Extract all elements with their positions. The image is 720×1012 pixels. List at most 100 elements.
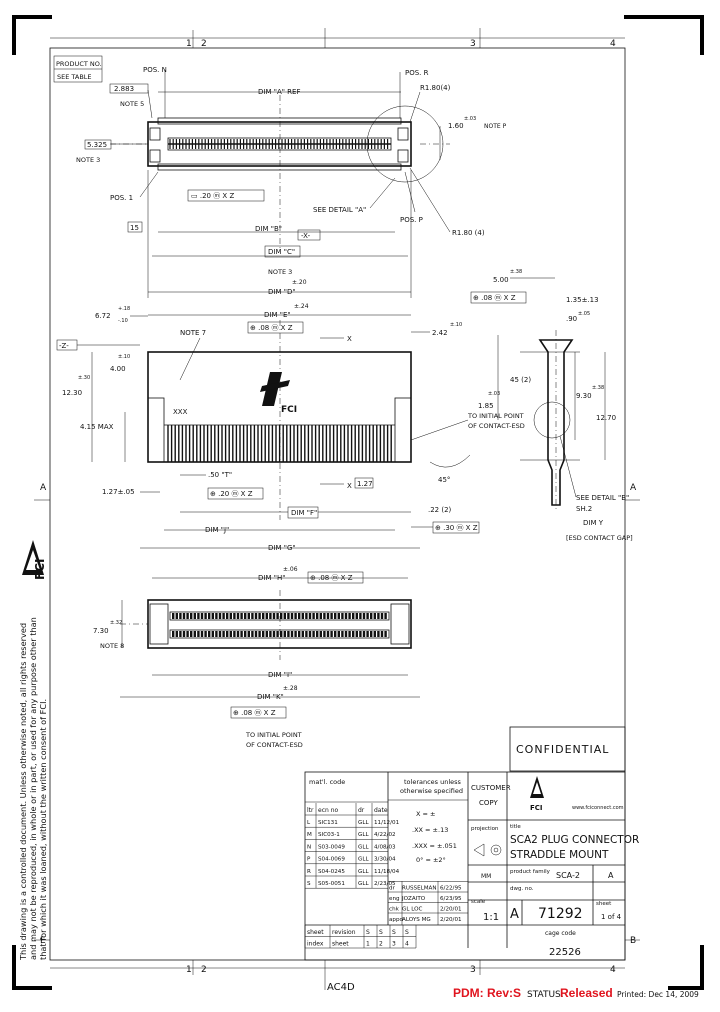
bottom-pin-upper — [326, 613, 330, 619]
svg-text:POS. P: POS. P — [400, 216, 423, 224]
sign-cell: ALOYS MG — [402, 917, 431, 923]
bottom-pin-upper — [179, 613, 182, 619]
svg-text:DIM "H": DIM "H" — [258, 574, 285, 582]
bottom-pin-lower — [301, 631, 304, 637]
bottom-pin-lower — [269, 631, 272, 637]
rev-cell: R — [307, 869, 311, 875]
bottom-pin-lower — [316, 631, 319, 637]
bottom-pin-lower — [287, 631, 290, 637]
bottom-pin-upper — [226, 613, 229, 619]
bottom-pin-upper — [380, 613, 384, 619]
bottom-pin-upper — [247, 613, 250, 619]
bottom-pin-upper — [294, 613, 297, 619]
sheet-rev-cell: 2 — [379, 941, 383, 948]
svg-text:±.20: ±.20 — [292, 279, 307, 286]
bottom-pin-lower — [197, 631, 200, 637]
rev-cell: S04-0069 — [318, 857, 345, 863]
status-label: STATUS: — [527, 990, 564, 1000]
svg-text:MM: MM — [481, 873, 491, 880]
top-pin-row — [169, 139, 389, 149]
rev-header: dr — [358, 807, 365, 814]
bottom-pin-upper — [301, 613, 304, 619]
svg-text:otherwise specified: otherwise specified — [400, 787, 463, 795]
svg-text:4.15 MAX: 4.15 MAX — [80, 423, 114, 431]
bottom-pin-upper — [251, 613, 254, 619]
rev-cell: GLL — [358, 832, 369, 838]
bottom-pin-upper — [366, 613, 369, 619]
rev-cell: N — [307, 844, 311, 850]
svg-text:22526: 22526 — [549, 947, 581, 958]
svg-text:DIM "J": DIM "J" — [205, 526, 229, 534]
bottom-pin-lower — [262, 631, 265, 637]
notice-line-1: This drawing is a controlled document. U… — [18, 623, 28, 961]
bottom-pin-lower — [355, 631, 358, 637]
bottom-pin-lower — [254, 631, 258, 637]
bottom-pin-lower — [218, 631, 222, 637]
bottom-pin-upper — [190, 613, 193, 619]
svg-text:9.30: 9.30 — [576, 392, 592, 400]
bottom-pin-upper — [323, 613, 326, 619]
svg-text:projection: projection — [471, 826, 499, 832]
rev-cell: 11/12/01 — [374, 820, 400, 826]
bottom-pin-upper — [334, 613, 337, 619]
sign-cell: 6/23/95 — [440, 896, 462, 902]
svg-text:SCA-2: SCA-2 — [556, 871, 580, 880]
bottom-pin-lower — [352, 631, 355, 637]
bottom-pin-lower — [200, 631, 204, 637]
zone-a-right: A — [630, 483, 637, 493]
svg-text:45°: 45° — [438, 476, 450, 484]
bottom-pin-upper — [244, 613, 247, 619]
bottom-pin-lower — [362, 631, 366, 637]
svg-text:NOTE 3: NOTE 3 — [76, 156, 100, 164]
bottom-pin-upper — [200, 613, 204, 619]
bottom-pin-upper — [330, 613, 333, 619]
svg-text:DIM "I": DIM "I" — [268, 671, 292, 679]
bottom-pin-upper — [280, 613, 283, 619]
bottom-pin-upper — [348, 613, 351, 619]
bottom-pin-upper — [265, 613, 268, 619]
svg-text:DIM "C": DIM "C" — [268, 248, 295, 256]
zone-4-top: 4 — [610, 39, 616, 49]
svg-text:±.10: ±.10 — [118, 354, 130, 360]
svg-text:12.30: 12.30 — [62, 389, 82, 397]
bottom-pin-upper — [308, 613, 312, 619]
bottom-pin-upper — [298, 613, 301, 619]
bottom-pin-lower — [294, 631, 297, 637]
svg-text:⊕ .20 ⓜ X Z: ⊕ .20 ⓜ X Z — [210, 490, 253, 498]
rev-cell: S — [307, 881, 311, 887]
svg-text:-Z-: -Z- — [59, 342, 69, 350]
front-pin-row — [167, 425, 392, 462]
rev-cell: S05-0051 — [318, 881, 345, 887]
svg-text:DIM Y: DIM Y — [583, 519, 604, 527]
bottom-pin-upper — [211, 613, 214, 619]
sheet-rev-cell: S — [405, 929, 409, 936]
svg-text:DIM "F": DIM "F" — [291, 509, 317, 517]
bottom-pin-lower — [215, 631, 218, 637]
svg-text:-X-: -X- — [301, 232, 311, 240]
rev-cell: M — [307, 832, 312, 838]
bottom-pin-lower — [384, 631, 387, 637]
bottom-pin-lower — [341, 631, 344, 637]
svg-text:[ESD CONTACT GAP]: [ESD CONTACT GAP] — [566, 534, 633, 542]
rev-cell: 3/30/04 — [374, 857, 396, 863]
svg-text:SEE DETAIL "A": SEE DETAIL "A" — [313, 206, 366, 214]
svg-text:6.72: 6.72 — [95, 312, 111, 320]
svg-text:DIM "K": DIM "K" — [257, 693, 284, 701]
svg-text:TO INITIAL POINT: TO INITIAL POINT — [245, 731, 302, 739]
cad-code: AC4D — [327, 982, 355, 993]
notice-line-3: that for which it was loaned, without th… — [38, 699, 48, 960]
drawing-title-line-2: STRADDLE MOUNT — [510, 849, 609, 861]
svg-text:SH.2: SH.2 — [576, 505, 592, 513]
svg-text:X: X — [347, 335, 352, 343]
bottom-pin-upper — [276, 613, 279, 619]
bottom-pin-upper — [373, 613, 376, 619]
bottom-pin-upper — [193, 613, 196, 619]
bottom-pin-lower — [344, 631, 348, 637]
bottom-pin-lower — [326, 631, 330, 637]
svg-text:NOTE 7: NOTE 7 — [180, 329, 206, 337]
bottom-pin-upper — [204, 613, 207, 619]
bottom-pin-upper — [283, 613, 286, 619]
bottom-pin-upper — [370, 613, 373, 619]
bottom-pin-lower — [272, 631, 276, 637]
